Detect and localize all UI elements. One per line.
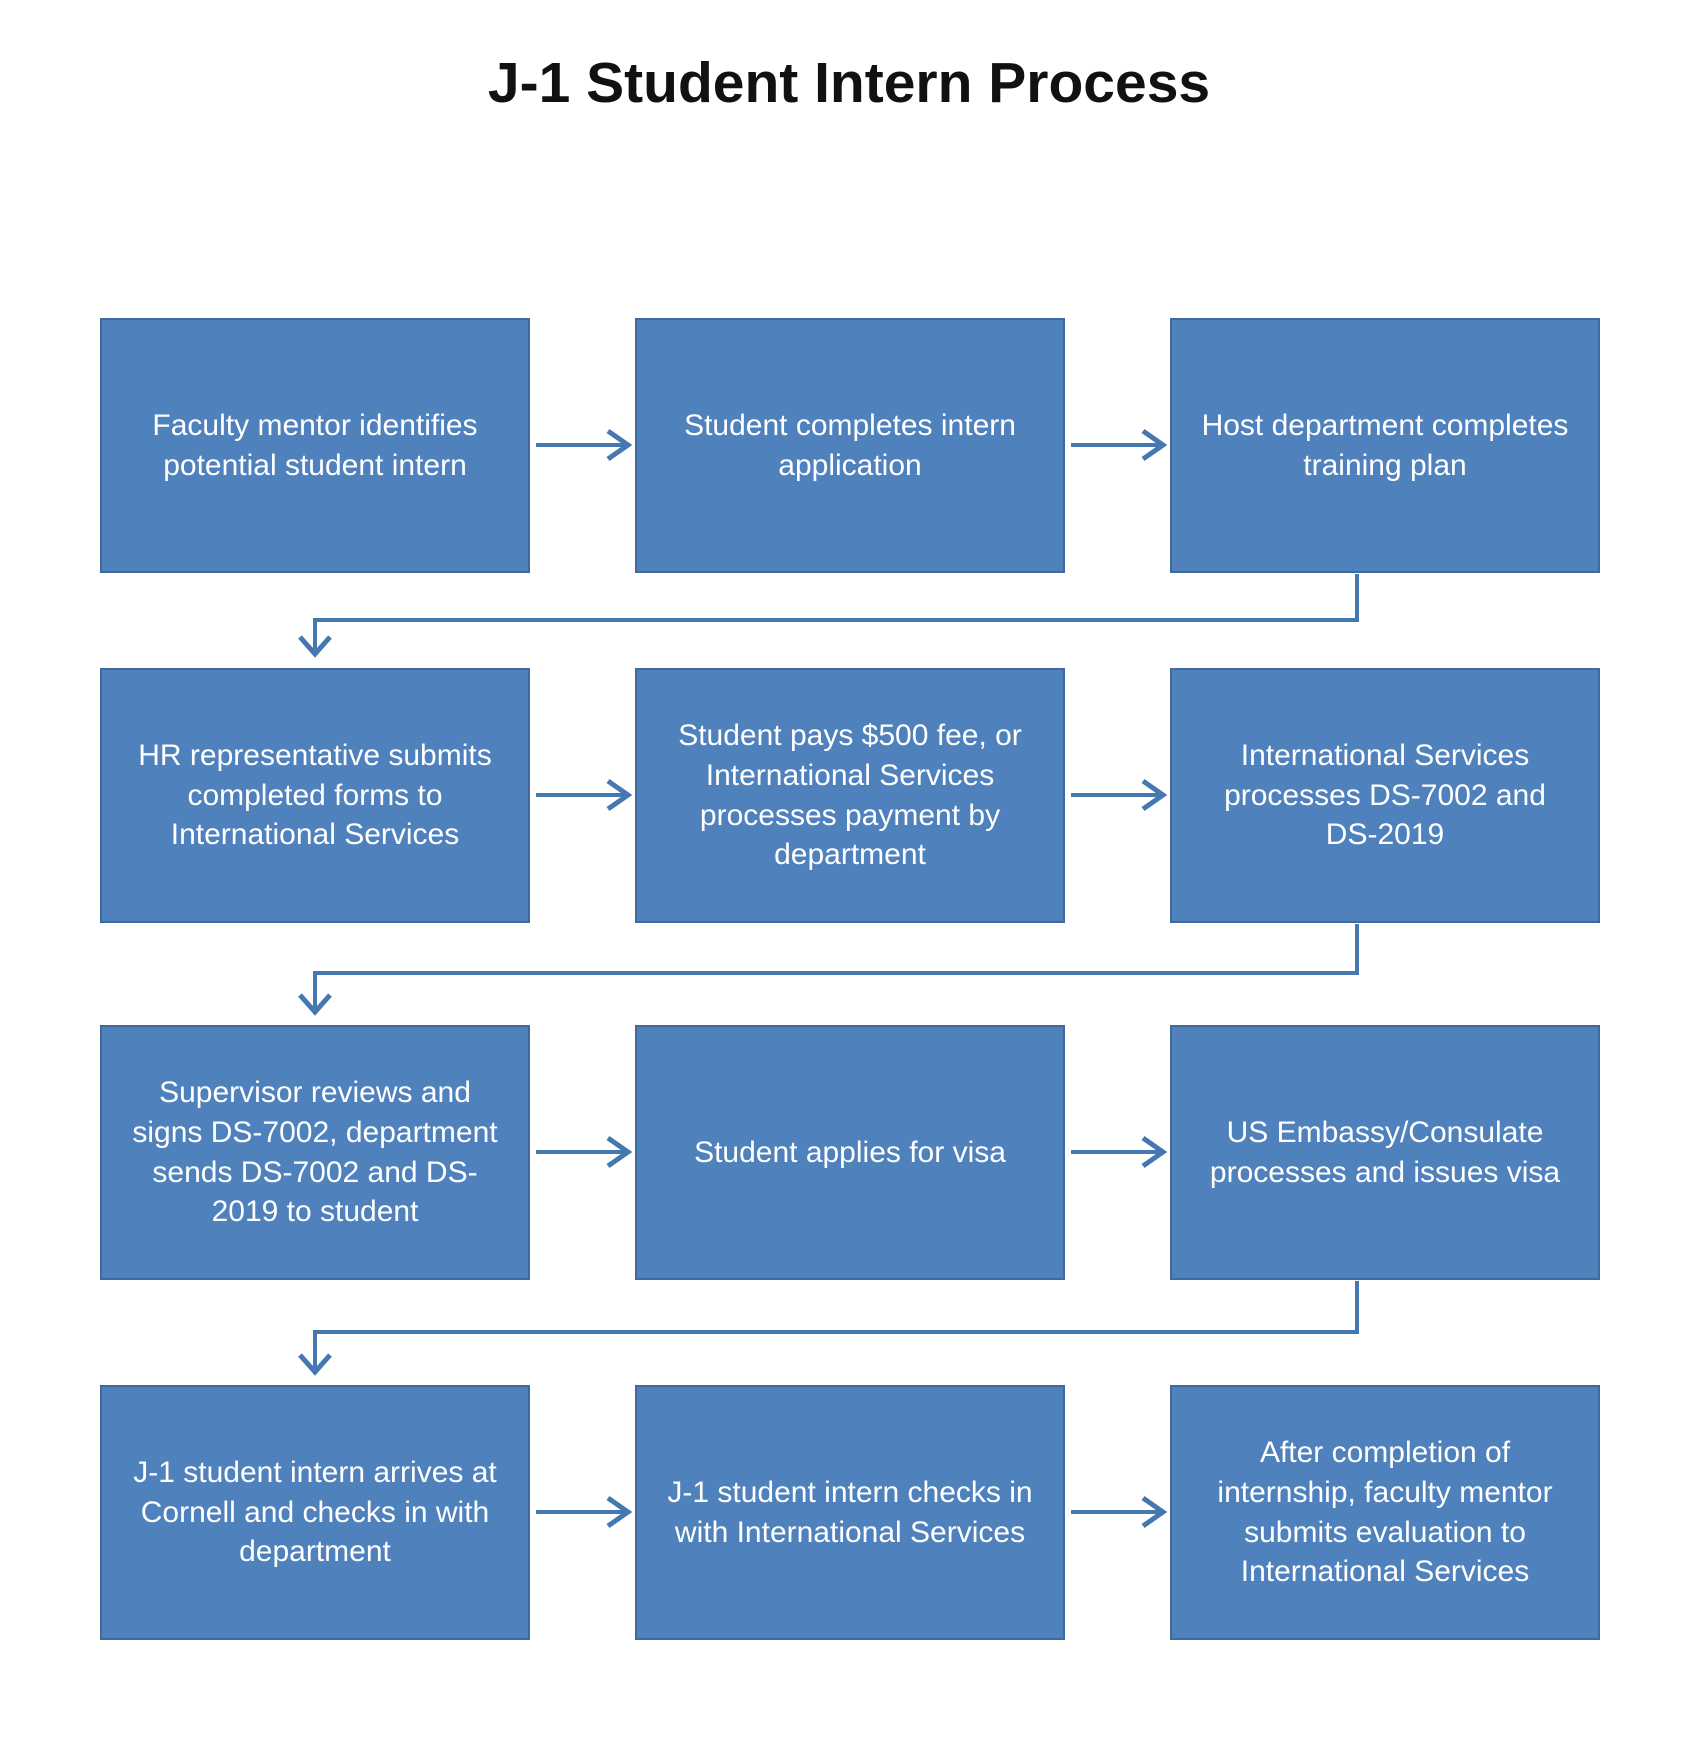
process-step-11-label: J-1 student intern checks in with Intern… (667, 1475, 1033, 1549)
process-step-8-label: Student applies for visa (694, 1135, 1006, 1169)
process-step-5-label: Student pays $500 fee, or International … (678, 718, 1022, 872)
page-title: J-1 Student Intern Process (487, 51, 1211, 115)
process-step-2-label: Student completes intern application (684, 408, 1016, 482)
process-step-4: HR representative submits completed form… (100, 668, 530, 923)
process-step-8: Student applies for visa (635, 1025, 1065, 1280)
process-step-12: After completion of internship, faculty … (1170, 1385, 1600, 1640)
process-step-11: J-1 student intern checks in with Intern… (635, 1385, 1065, 1640)
process-step-12-label: After completion of internship, faculty … (1217, 1435, 1553, 1589)
process-step-6: International Services processes DS-7002… (1170, 668, 1600, 923)
arrow-row1-step2-to-step3 (1071, 428, 1168, 462)
connector-row3-to-row4 (298, 1281, 1359, 1376)
arrow-row3-step8-to-step9 (1071, 1135, 1168, 1169)
arrow-row1-step1-to-step2 (536, 428, 633, 462)
process-step-1: Faculty mentor identifies potential stud… (100, 318, 530, 573)
process-step-7: Supervisor reviews and signs DS-7002, de… (100, 1025, 530, 1280)
process-step-7-label: Supervisor reviews and signs DS-7002, de… (132, 1075, 498, 1229)
process-step-9: US Embassy/Consulate processes and issue… (1170, 1025, 1600, 1280)
arrow-row2-step4-to-step5 (536, 778, 633, 812)
arrow-row4-step10-to-step11 (536, 1495, 633, 1529)
process-step-10: J-1 student intern arrives at Cornell an… (100, 1385, 530, 1640)
process-step-9-label: US Embassy/Consulate processes and issue… (1209, 1115, 1561, 1189)
process-step-3: Host department completes training plan (1170, 318, 1600, 573)
connector-row1-to-row2 (298, 574, 1359, 658)
arrow-row3-step7-to-step8 (536, 1135, 633, 1169)
connector-row2-to-row3 (298, 924, 1359, 1016)
process-step-1-label: Faculty mentor identifies potential stud… (152, 408, 478, 482)
process-step-6-label: International Services processes DS-7002… (1224, 738, 1546, 852)
process-step-2: Student completes intern application (635, 318, 1065, 573)
arrow-row2-step5-to-step6 (1071, 778, 1168, 812)
process-step-4-label: HR representative submits completed form… (138, 738, 492, 852)
arrow-row4-step11-to-step12 (1071, 1495, 1168, 1529)
process-step-5: Student pays $500 fee, or International … (635, 668, 1065, 923)
process-step-10-label: J-1 student intern arrives at Cornell an… (133, 1455, 497, 1569)
process-step-3-label: Host department completes training plan (1201, 408, 1569, 482)
